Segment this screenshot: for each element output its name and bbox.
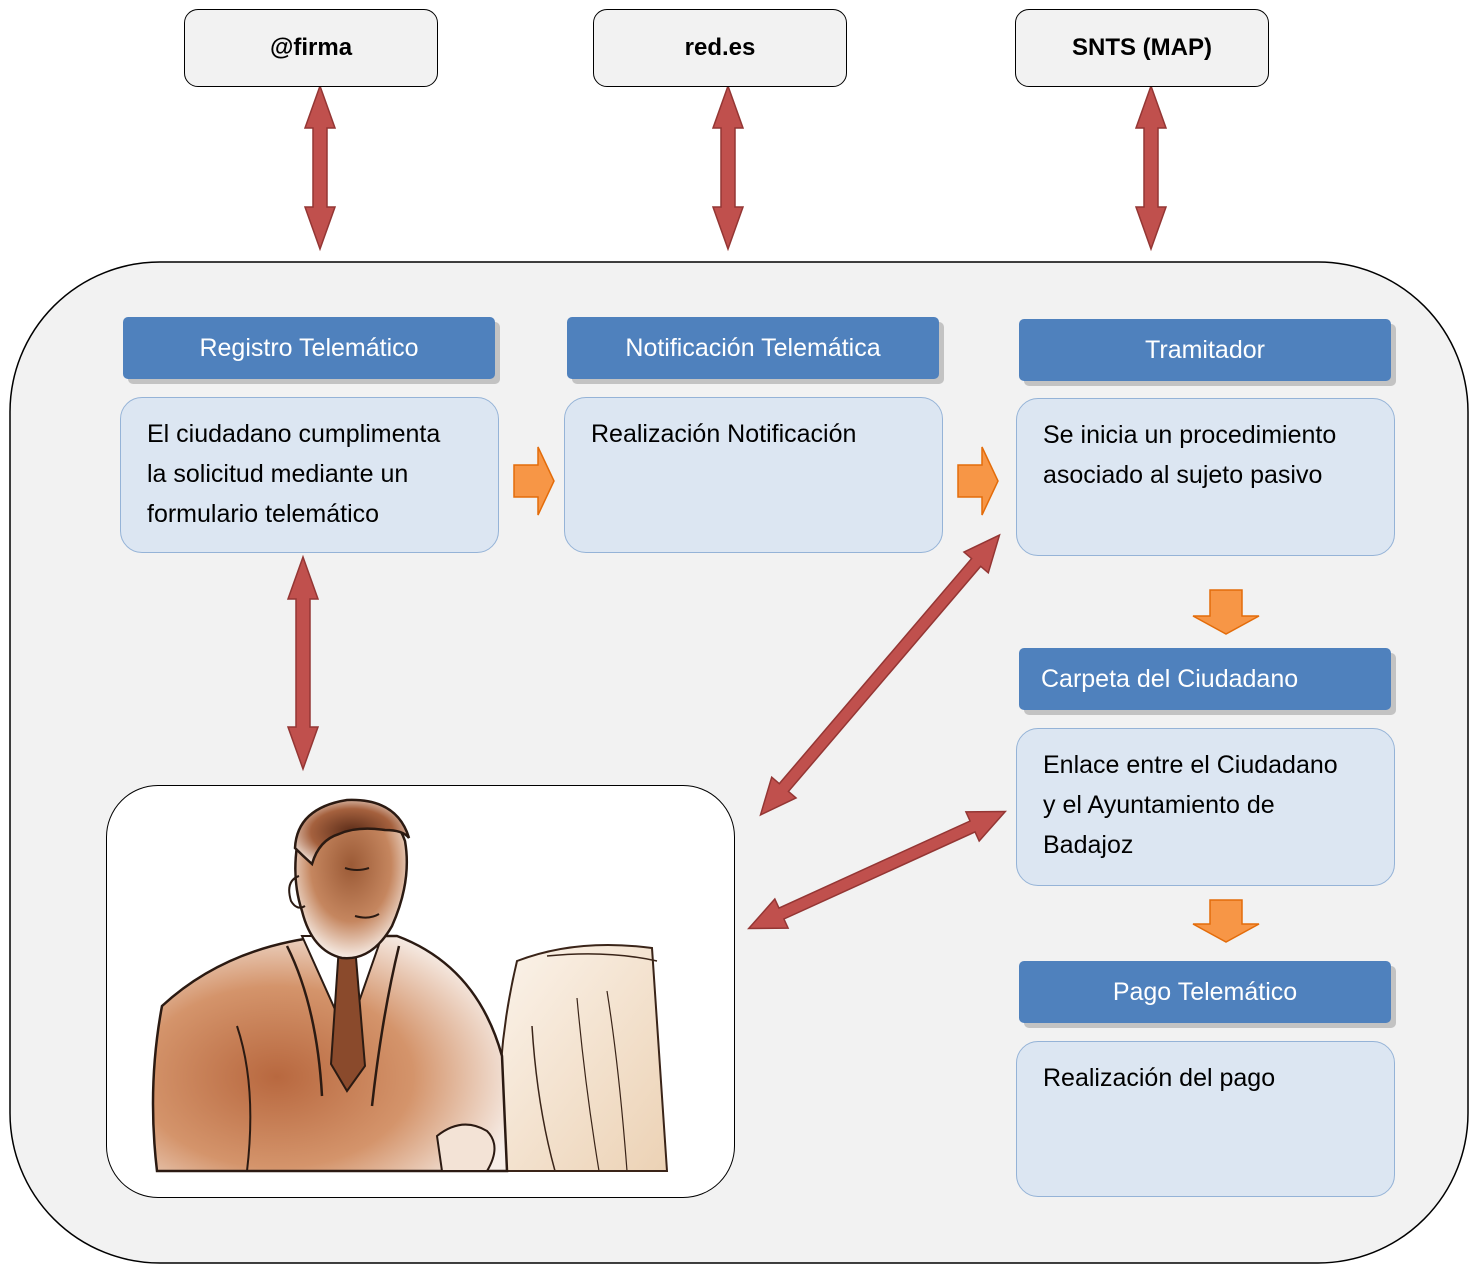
- link-arrow-snts: [1134, 83, 1168, 252]
- link-arrow-carpeta-user: [747, 810, 1007, 930]
- module-header-tramitador: Tramitador: [1019, 319, 1391, 381]
- notificacion-line-1: Realización Notificación: [591, 420, 857, 448]
- module-body-registro: El ciudadano cumplimenta la solicitud me…: [120, 397, 499, 553]
- flow-arrow-notificacion-tramitador: [957, 446, 999, 516]
- external-system-red: red.es: [593, 9, 847, 87]
- link-arrow-firma: [303, 83, 337, 252]
- external-system-snts: SNTS (MAP): [1015, 9, 1269, 87]
- module-header-pago: Pago Telemático: [1019, 961, 1391, 1023]
- pago-line-1: Realización del pago: [1043, 1064, 1276, 1092]
- flow-arrow-carpeta-pago: [1192, 899, 1260, 943]
- flow-arrow-registro-notificacion: [513, 446, 555, 516]
- module-header-carpeta: Carpeta del Ciudadano: [1019, 648, 1391, 710]
- person-at-computer-icon: [151, 798, 669, 1173]
- registro-line-1: El ciudadano cumplimenta: [147, 420, 441, 448]
- tramitador-line-2: asociado al sujeto pasivo: [1043, 461, 1323, 489]
- module-body-notificacion: Realización Notificación: [564, 397, 943, 553]
- carpeta-line-3: Badajoz: [1043, 831, 1134, 859]
- external-system-firma: @firma: [184, 9, 438, 87]
- registro-line-2: la solicitud mediante un: [147, 460, 409, 488]
- module-header-registro: Registro Telemático: [123, 317, 495, 379]
- carpeta-line-1: Enlace entre el Ciudadano: [1043, 751, 1338, 779]
- flow-arrow-tramitador-carpeta: [1192, 589, 1260, 635]
- module-body-tramitador: Se inicia un procedimiento asociado al s…: [1016, 398, 1395, 556]
- user-panel: [106, 785, 735, 1198]
- module-header-notificacion: Notificación Telemática: [567, 317, 939, 379]
- module-body-carpeta: Enlace entre el Ciudadano y el Ayuntamie…: [1016, 728, 1395, 886]
- registro-line-3: formulario telemático: [147, 500, 380, 528]
- carpeta-line-2: y el Ayuntamiento de: [1043, 791, 1275, 819]
- module-body-pago: Realización del pago: [1016, 1041, 1395, 1197]
- tramitador-line-1: Se inicia un procedimiento: [1043, 421, 1337, 449]
- link-arrow-tramitador-user: [759, 533, 1001, 817]
- link-arrow-registro-user: [286, 554, 320, 772]
- link-arrow-red: [711, 83, 745, 252]
